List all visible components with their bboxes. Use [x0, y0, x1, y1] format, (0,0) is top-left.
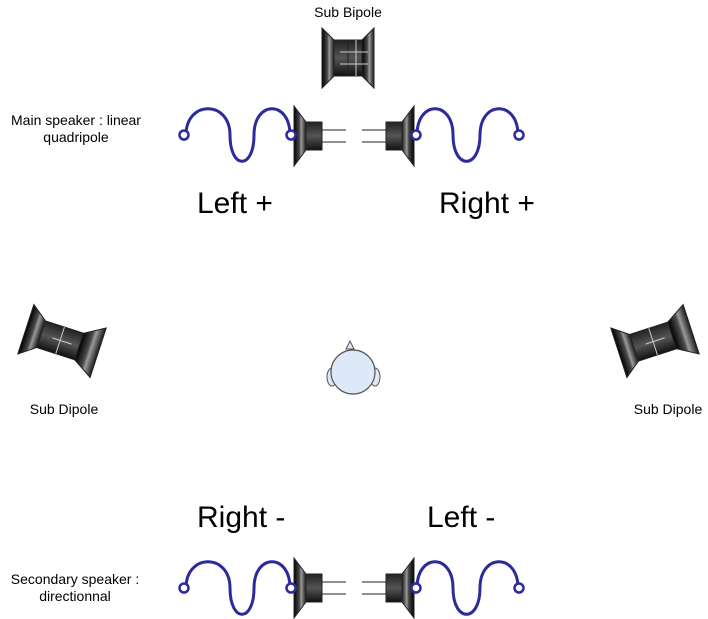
- secondary-speaker-label-line2: directionnal: [39, 588, 111, 604]
- sub-bipole-label: Sub Bipole: [314, 4, 382, 20]
- sub-dipole-left-label: Sub Dipole: [29, 401, 99, 417]
- right-plus-label: Right +: [439, 187, 535, 220]
- main-left-wire-icon: [178, 107, 297, 163]
- listener-head-icon: [326, 339, 381, 395]
- secondary-left-wire-icon: [178, 560, 297, 616]
- right-minus-label: Right -: [197, 501, 286, 534]
- sub-dipole-right-speaker-icon: [610, 303, 700, 379]
- left-minus-label: Left -: [427, 501, 496, 534]
- secondary-right-speaker-icon: [362, 556, 415, 619]
- secondary-left-speaker-icon: [293, 556, 346, 619]
- main-left-speaker-icon: [293, 104, 346, 168]
- secondary-speaker-label-line1: Secondary speaker :: [10, 571, 140, 587]
- sub-dipole-left-speaker-icon: [17, 303, 107, 379]
- left-plus-label: Left +: [197, 187, 273, 220]
- secondary-speaker-label: Secondary speaker : directionnal: [0, 571, 150, 605]
- main-right-speaker-icon: [362, 104, 415, 168]
- main-speaker-label: Main speaker : linear quadripole: [0, 112, 152, 146]
- secondary-right-wire-icon: [410, 560, 525, 616]
- main-speaker-label-line2: quadripole: [43, 129, 109, 145]
- main-right-wire-icon: [410, 107, 525, 163]
- sub-dipole-right-label: Sub Dipole: [633, 401, 703, 417]
- main-speaker-label-line1: Main speaker : linear: [11, 112, 141, 128]
- sub-bipole-speaker-icon: [321, 26, 375, 90]
